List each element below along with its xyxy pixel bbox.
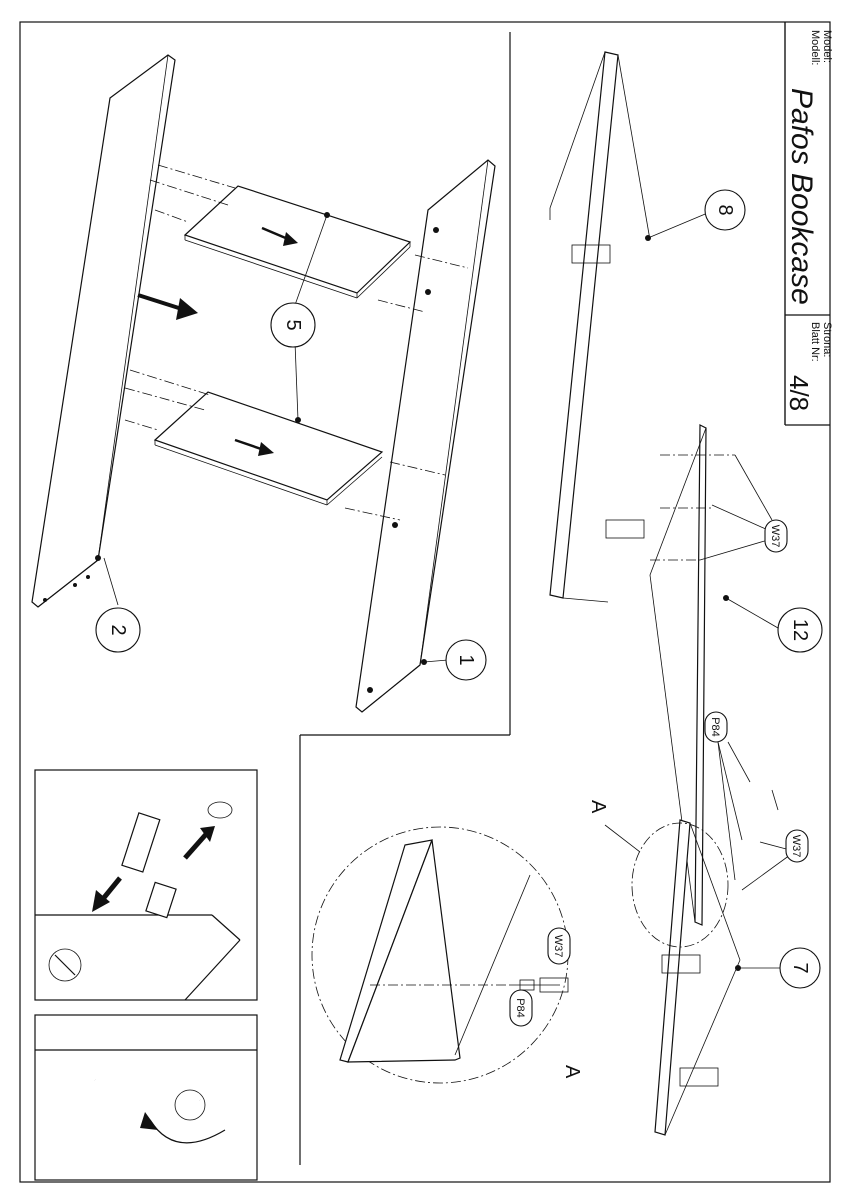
- panel-8-edge: [549, 51, 619, 599]
- callout-p84-detail: P84: [509, 989, 533, 1027]
- modell-label: Modell:: [809, 30, 821, 65]
- svg-text:P84: P84: [514, 998, 526, 1018]
- svg-text:P84: P84: [709, 717, 721, 737]
- svg-text:5: 5: [282, 319, 304, 330]
- detail-a-ref: A: [587, 800, 609, 814]
- shelf-5-lower: [153, 391, 384, 501]
- callout-w37-bottom: W37: [785, 829, 809, 863]
- page-number: 4/8: [784, 375, 814, 411]
- model-label: Model:: [821, 30, 833, 63]
- page-label: Strona:: [821, 322, 833, 357]
- product-name: Pafos Bookcase: [785, 88, 818, 305]
- leg-8-upper: [571, 244, 611, 264]
- svg-text:8: 8: [714, 204, 736, 215]
- callout-1: 1: [445, 639, 487, 681]
- title-block: Model: Modell: Pafos Bookcase Strona: Bl…: [784, 22, 833, 426]
- detail-a-marker: [631, 822, 729, 948]
- callout-w37-detail: W37: [547, 927, 571, 965]
- step-top-bottom-panels: 8 12 7 W37: [549, 51, 823, 1136]
- cam-lock-insert-icon: [34, 769, 258, 1001]
- callout-8: 8: [704, 189, 746, 231]
- page-label-de: Blatt Nr:: [809, 322, 821, 362]
- svg-text:W37: W37: [790, 835, 802, 858]
- panel-7-edge: [654, 819, 691, 1136]
- svg-text:W37: W37: [552, 935, 564, 958]
- leg-7-upper: [661, 954, 701, 974]
- svg-text:W37: W37: [769, 525, 781, 548]
- step-side-panels: 2 1 5: [31, 32, 511, 1165]
- allen-key-turn-icon: [34, 1014, 258, 1181]
- callout-p84-top: P84: [704, 711, 728, 743]
- svg-text:1: 1: [455, 654, 477, 665]
- svg-text:2: 2: [107, 624, 129, 635]
- detail-a-label: A: [561, 1065, 583, 1079]
- panel-12-edge: [694, 424, 707, 926]
- detail-a: W37 P84 A: [311, 826, 583, 1084]
- svg-text:7: 7: [789, 962, 811, 973]
- board-2: [31, 54, 176, 608]
- leg-8-lower: [605, 519, 645, 539]
- leg-7-lower: [679, 1067, 719, 1087]
- callout-12: 12: [777, 607, 823, 653]
- svg-text:12: 12: [789, 619, 811, 641]
- callout-5: 5: [270, 302, 316, 348]
- callout-7: 7: [779, 947, 821, 989]
- callout-2: 2: [95, 607, 141, 653]
- sheet-frame: [19, 21, 831, 1183]
- callout-w37-top: W37: [764, 519, 788, 553]
